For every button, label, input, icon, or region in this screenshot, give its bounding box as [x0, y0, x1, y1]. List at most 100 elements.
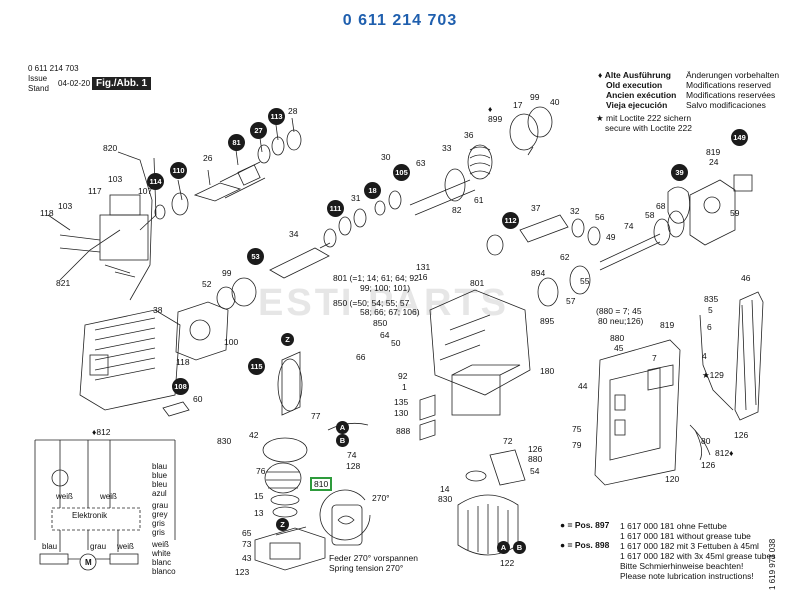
label-13: 13 — [254, 508, 264, 518]
label-820: 820 — [103, 143, 118, 153]
label-1: 1 — [402, 382, 407, 392]
filled-circle-icon: ● — [560, 520, 566, 530]
label-4: 4 — [702, 351, 707, 361]
badge-110: 110 — [170, 162, 187, 179]
label-38: 38 — [153, 305, 163, 315]
note-880-b: 80 neu;126) — [598, 316, 644, 326]
label-130: 130 — [394, 408, 409, 418]
label-34: 34 — [289, 229, 299, 239]
badge-a: A — [336, 421, 349, 434]
label-7: 7 — [652, 353, 657, 363]
label-120: 120 — [665, 474, 680, 484]
badge-b: B — [336, 434, 349, 447]
badge-111: 111 — [327, 200, 344, 217]
label-28: 28 — [288, 106, 298, 116]
label-14: 14 — [440, 484, 450, 494]
label-126: 126 — [734, 430, 749, 440]
label-49: 49 — [606, 232, 616, 242]
label-24: 24 — [709, 157, 719, 167]
note-spring-de: Feder 270° vorspannen — [329, 553, 418, 563]
badge-112: 112 — [502, 212, 519, 229]
label-80: 80 — [701, 436, 711, 446]
label-103-b: 103 — [58, 201, 73, 211]
issue-label: Issue — [28, 74, 48, 83]
label-72: 72 — [503, 436, 513, 446]
label-77: 77 — [311, 411, 321, 421]
label-100: 100 — [224, 337, 239, 347]
label-895: 895 — [540, 316, 555, 326]
label-74: 74 — [624, 221, 634, 231]
label-26: 26 — [203, 153, 213, 163]
legend-loctite: ★ mit Loctite 222 sichern secure with Lo… — [596, 113, 692, 133]
label-46: 46 — [741, 273, 751, 283]
label-76: 76 — [256, 466, 266, 476]
note-801: 801 (=1; 14; 61; 64; 92 — [333, 273, 419, 283]
label-131: 131 — [416, 262, 431, 272]
note-850: 850 (=50; 54; 55; 57 — [333, 298, 410, 308]
wire-label-grau: grau — [90, 542, 107, 551]
label-52: 52 — [202, 279, 212, 289]
legend-tube-info: 1 617 000 181 ohne Fettube 1 617 000 181… — [620, 521, 776, 581]
label-135: 135 — [394, 397, 409, 407]
wire-label-weiss-bottom: weiß — [117, 542, 134, 551]
label-107: 107 — [138, 186, 153, 196]
page-title: 0 611 214 703 — [342, 12, 458, 29]
note-880: (880 = 7; 45 — [596, 306, 642, 316]
badge-18: 18 — [364, 182, 381, 199]
label-37: 37 — [531, 203, 541, 213]
label-74-b: 74 — [347, 450, 357, 460]
label-830-b: 830 — [438, 494, 453, 504]
label-5: 5 — [708, 305, 713, 315]
badge-z-bottom: Z — [276, 518, 289, 531]
badge-115: 115 — [248, 358, 265, 375]
note-spring-en: Spring tension 270° — [329, 563, 404, 573]
label-62: 62 — [560, 252, 570, 262]
note-801-b: 99; 100; 101) — [360, 283, 411, 293]
motor-icon: M — [85, 558, 92, 567]
label-117: 117 — [88, 186, 102, 196]
stand-label: Stand — [28, 84, 49, 93]
label-99: 99 — [530, 92, 540, 102]
label-180: 180 — [540, 366, 555, 376]
label-56: 56 — [595, 212, 605, 222]
label-66: 66 — [356, 352, 366, 362]
badge-b-bottom: B — [513, 541, 526, 554]
note-850-b: 58; 66; 67; 106) — [360, 307, 420, 317]
legend-modifications: Änderungen vorbehalten Modifications res… — [686, 70, 780, 110]
label-122: 122 — [500, 558, 515, 568]
label-42: 42 — [249, 430, 259, 440]
label-31: 31 — [351, 193, 361, 203]
badge-105: 105 — [393, 164, 410, 181]
label-894: 894 — [531, 268, 546, 278]
badge-149: 149 — [731, 129, 748, 146]
filled-circle-icon: ● — [560, 540, 566, 550]
label-44: 44 — [578, 381, 588, 391]
label-888: 888 — [396, 426, 411, 436]
label-123: 123 — [235, 567, 250, 577]
badge-108: 108 — [172, 378, 189, 395]
star-icon: ★ — [596, 113, 604, 123]
badge-53: 53 — [247, 248, 264, 265]
label-880-b: 880 — [528, 454, 543, 464]
label-821: 821 — [56, 278, 71, 288]
label-59: 59 — [730, 208, 740, 218]
label-82: 82 — [452, 205, 462, 215]
label-68: 68 — [656, 201, 666, 211]
label-128: 128 — [346, 461, 361, 471]
label-45: 45 — [614, 343, 624, 353]
label-819: 819 — [706, 147, 721, 157]
label-126-c: 126 — [528, 444, 543, 454]
watermark: ESTI PARTS — [258, 282, 509, 324]
label-99-b: 99 — [222, 268, 232, 278]
label-65: 65 — [242, 528, 252, 538]
badge-81: 81 — [228, 134, 245, 151]
document-number: 1 619 973 038 — [768, 538, 777, 590]
badge-39: 39 — [671, 164, 688, 181]
label-118-b: 118 — [176, 357, 190, 367]
label-819-b: 819 — [660, 320, 675, 330]
legend-pos-898: ● = Pos. 898 — [560, 540, 610, 550]
electronics-label: Elektronik — [72, 511, 108, 520]
